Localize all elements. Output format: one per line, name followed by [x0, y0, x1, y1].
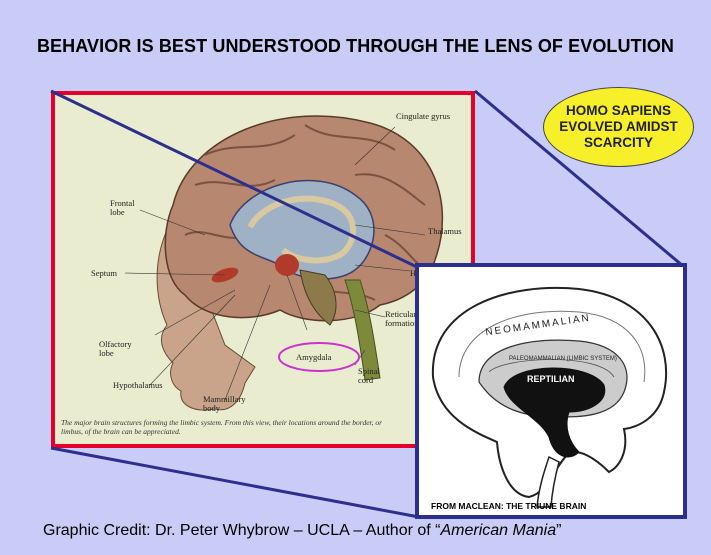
label-hypothalamus: Hypothalamus	[113, 381, 163, 390]
label-reptilian: REPTILIAN	[527, 375, 575, 384]
credit-suffix: ”	[556, 522, 561, 539]
triune-brain-illustration: NEOMAMMALIAN PALEOMAMMALIAN (LIMBIC SYST…	[415, 263, 687, 519]
label-septum: Septum	[91, 269, 117, 278]
triune-caption: FROM MACLEAN: THE TRIUNE BRAIN	[431, 501, 586, 511]
label-spinal: Spinal cord	[358, 367, 388, 385]
callout-oval: HOMO SAPIENS EVOLVED AMIDST SCARCITY	[543, 87, 694, 167]
label-amygdala: Amygdala	[296, 353, 331, 362]
label-cingulate: Cingulate gyrus	[396, 112, 450, 121]
label-frontal: Frontal lobe	[110, 199, 144, 217]
label-olfactory: Olfactory lobe	[99, 340, 139, 358]
credit-book-title: American Mania	[441, 522, 557, 539]
limbic-brain-illustration: Cingulate gyrus Frontal lobe Thalamus Se…	[51, 91, 475, 448]
brain-figure-caption: The major brain structures forming the l…	[61, 418, 387, 436]
callout-line-2: EVOLVED AMIDST	[559, 119, 678, 135]
label-mammillary: Mammillary body	[203, 395, 247, 413]
credit-prefix: Graphic Credit: Dr. Peter Whybrow – UCLA…	[43, 522, 441, 539]
triune-drawing	[419, 267, 683, 515]
callout-line-1: HOMO SAPIENS	[566, 103, 671, 119]
slide-title: BEHAVIOR IS BEST UNDERSTOOD THROUGH THE …	[0, 36, 711, 57]
label-paleomammalian: PALEOMAMMALIAN (LIMBIC SYSTEM)	[509, 355, 619, 364]
callout-line-3: SCARCITY	[584, 135, 653, 151]
graphic-credit: Graphic Credit: Dr. Peter Whybrow – UCLA…	[43, 522, 561, 540]
brain-drawing	[55, 95, 471, 444]
label-thalamus: Thalamus	[428, 227, 462, 236]
